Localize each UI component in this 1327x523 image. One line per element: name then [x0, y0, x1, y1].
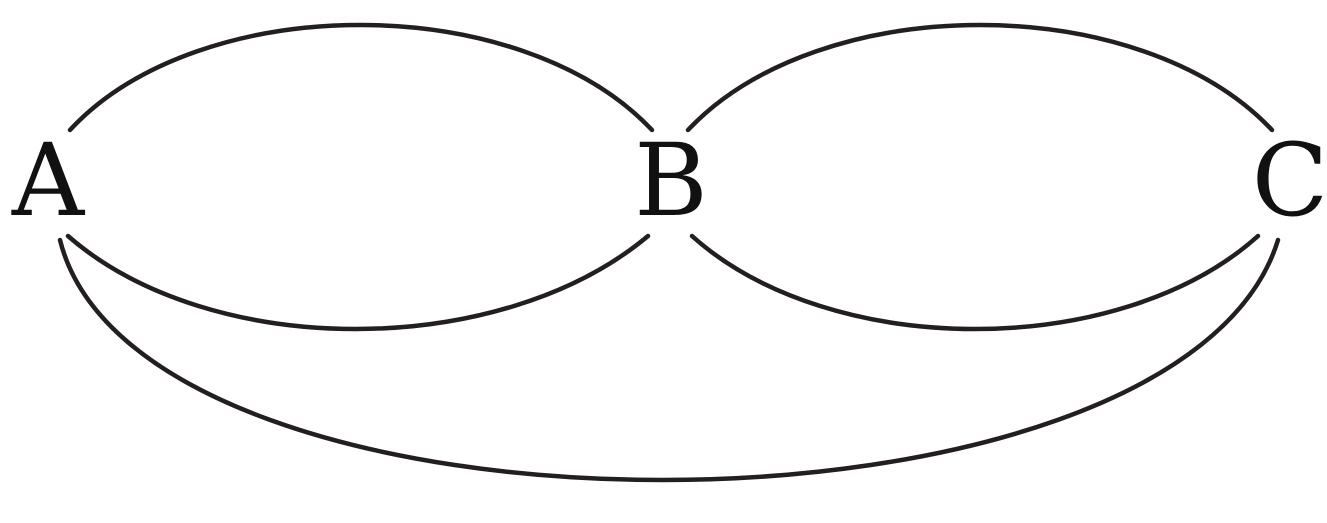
edge-a-c-outer: [57, 237, 1281, 483]
edge-b-c-lower: [689, 233, 1261, 332]
node-label-c: C: [1252, 122, 1327, 239]
node-label-a: A: [11, 122, 86, 239]
edge-a-b-upper: [67, 22, 655, 133]
edge-a-b-lower: [65, 233, 651, 332]
edge-b-c-upper: [685, 22, 1275, 133]
node-label-b: B: [634, 122, 708, 239]
